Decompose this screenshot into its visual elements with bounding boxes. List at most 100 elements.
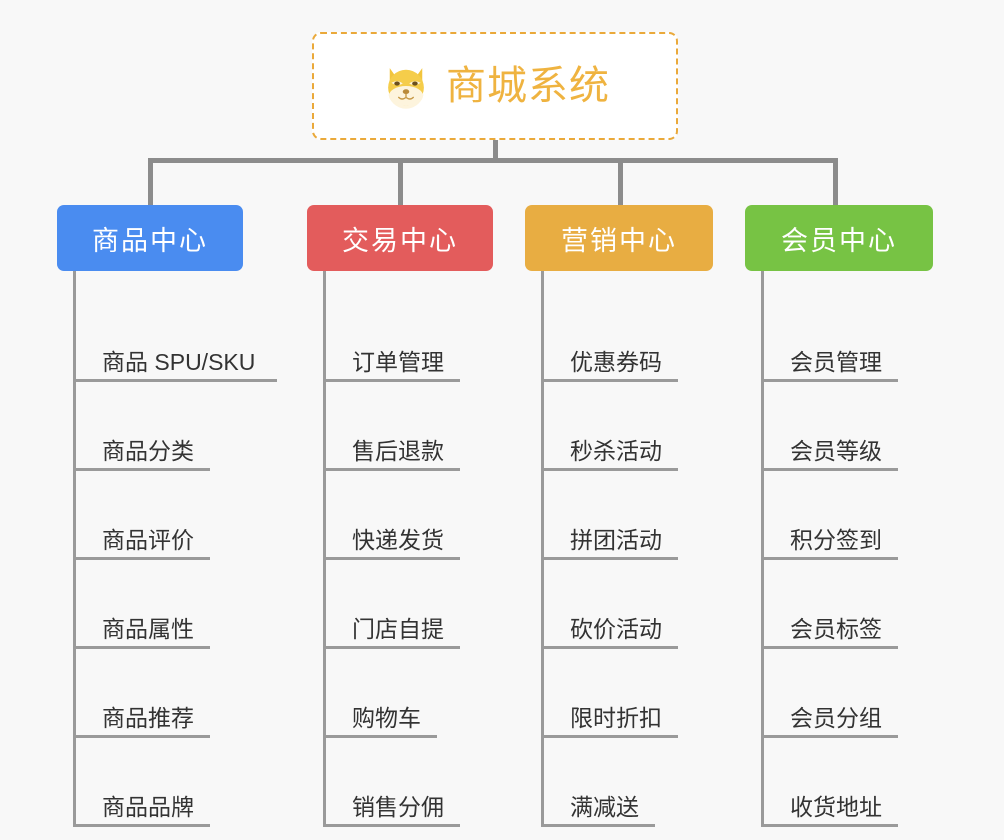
leaf-label: 会员分组 [790,704,882,731]
leaf-label: 售后退款 [352,437,444,464]
leaf-rule [323,379,460,382]
leaf-item[interactable]: 快递发货 [307,471,493,560]
leaf-item[interactable]: 销售分佣 [307,738,493,827]
leaf-item[interactable]: 售后退款 [307,382,493,471]
leaf-rule [541,379,678,382]
leaf-item[interactable]: 砍价活动 [525,560,713,649]
leaf-rule [73,379,277,382]
leaf-label: 商品 SPU/SKU [102,348,256,375]
category-header-1[interactable]: 商品中心 [57,205,243,271]
root-node[interactable]: 商城系统 [312,32,678,140]
leaf-item[interactable]: 门店自提 [307,560,493,649]
leaf-item[interactable]: 收货地址 [745,738,933,827]
category-header-label: 商品中心 [92,225,208,256]
dog-face-icon [388,68,424,109]
leaf-label: 商品分类 [102,437,194,464]
leaf-item[interactable]: 拼团活动 [525,471,713,560]
category-header-label: 交易中心 [342,225,458,256]
leaf-item[interactable]: 商品评价 [57,471,243,560]
leaf-rule [323,557,460,560]
leaf-rule [761,557,898,560]
leaf-item[interactable]: 商品属性 [57,560,243,649]
leaf-rule [73,557,210,560]
leaf-label: 门店自提 [352,615,444,642]
connector-horizontal-bus [148,158,838,163]
leaf-list-4: 会员管理 会员等级 积分签到 会员标签 会员分组 收货地址 [745,271,933,827]
leaf-rule [761,646,898,649]
category-header-3[interactable]: 营销中心 [525,205,713,271]
column-交易中心: 交易中心 订单管理 售后退款 快递发货 门店自提 购物车 [307,205,493,827]
leaf-label: 销售分佣 [352,793,444,820]
column-商品中心: 商品中心 商品 SPU/SKU 商品分类 商品评价 商品属性 商品推荐 [57,205,277,827]
leaf-item[interactable]: 限时折扣 [525,649,713,738]
category-header-4[interactable]: 会员中心 [745,205,933,271]
leaf-item[interactable]: 商品推荐 [57,649,243,738]
leaf-label: 拼团活动 [570,526,662,553]
leaf-label: 满减送 [570,793,639,820]
leaf-label: 会员标签 [790,615,882,642]
leaf-rule [761,735,898,738]
leaf-label: 优惠券码 [570,348,662,375]
leaf-item[interactable]: 订单管理 [307,293,493,382]
leaf-item[interactable]: 商品分类 [57,382,243,471]
connector-drop-2 [398,158,403,208]
leaf-spine [761,271,764,827]
category-header-2[interactable]: 交易中心 [307,205,493,271]
leaf-rule [73,646,210,649]
leaf-label: 收货地址 [790,793,882,820]
category-header-label: 营销中心 [561,225,677,256]
leaf-item[interactable]: 满减送 [525,738,713,827]
leaf-rule [541,824,655,827]
leaf-label: 会员等级 [790,437,882,464]
leaf-rule [761,379,898,382]
leaf-item[interactable]: 会员标签 [745,560,933,649]
leaf-item[interactable]: 会员等级 [745,382,933,471]
root-title: 商城系统 [446,64,610,108]
connector-drop-3 [618,158,623,208]
leaf-list-3: 优惠券码 秒杀活动 拼团活动 砍价活动 限时折扣 满减送 [525,271,713,827]
connector-root-stem [493,140,498,162]
leaf-label: 限时折扣 [570,704,662,731]
leaf-label: 商品属性 [102,615,194,642]
column-营销中心: 营销中心 优惠券码 秒杀活动 拼团活动 砍价活动 限时折扣 [525,205,713,827]
leaf-label: 订单管理 [352,348,444,375]
leaf-item[interactable]: 会员分组 [745,649,933,738]
column-会员中心: 会员中心 会员管理 会员等级 积分签到 会员标签 会员分组 [745,205,933,827]
leaf-rule [541,646,678,649]
leaf-rule [323,824,460,827]
leaf-label: 购物车 [352,704,421,731]
leaf-spine [323,271,326,827]
leaf-rule [323,646,460,649]
leaf-item[interactable]: 优惠券码 [525,293,713,382]
leaf-rule [73,468,210,471]
leaf-item[interactable]: 商品品牌 [57,738,243,827]
leaf-list-2: 订单管理 售后退款 快递发货 门店自提 购物车 销售分佣 [307,271,493,827]
leaf-rule [541,557,678,560]
leaf-item[interactable]: 商品 SPU/SKU [57,293,277,382]
leaf-rule [323,735,437,738]
leaf-item[interactable]: 会员管理 [745,293,933,382]
leaf-rule [541,735,678,738]
leaf-rule [323,468,460,471]
connector-drop-4 [833,158,838,208]
category-header-label: 会员中心 [781,225,897,256]
leaf-label: 商品品牌 [102,793,194,820]
leaf-label: 会员管理 [790,348,882,375]
leaf-label: 积分签到 [790,526,882,553]
leaf-label: 快递发货 [352,526,444,553]
leaf-item[interactable]: 购物车 [307,649,493,738]
leaf-spine [73,271,76,827]
leaf-item[interactable]: 积分签到 [745,471,933,560]
leaf-item[interactable]: 秒杀活动 [525,382,713,471]
leaf-rule [761,468,898,471]
leaf-spine [541,271,544,827]
leaf-rule [73,824,210,827]
leaf-label: 砍价活动 [570,615,662,642]
leaf-rule [761,824,898,827]
leaf-label: 秒杀活动 [570,437,662,464]
leaf-label: 商品推荐 [102,704,194,731]
leaf-label: 商品评价 [102,526,194,553]
leaf-rule [73,735,210,738]
leaf-rule [541,468,678,471]
